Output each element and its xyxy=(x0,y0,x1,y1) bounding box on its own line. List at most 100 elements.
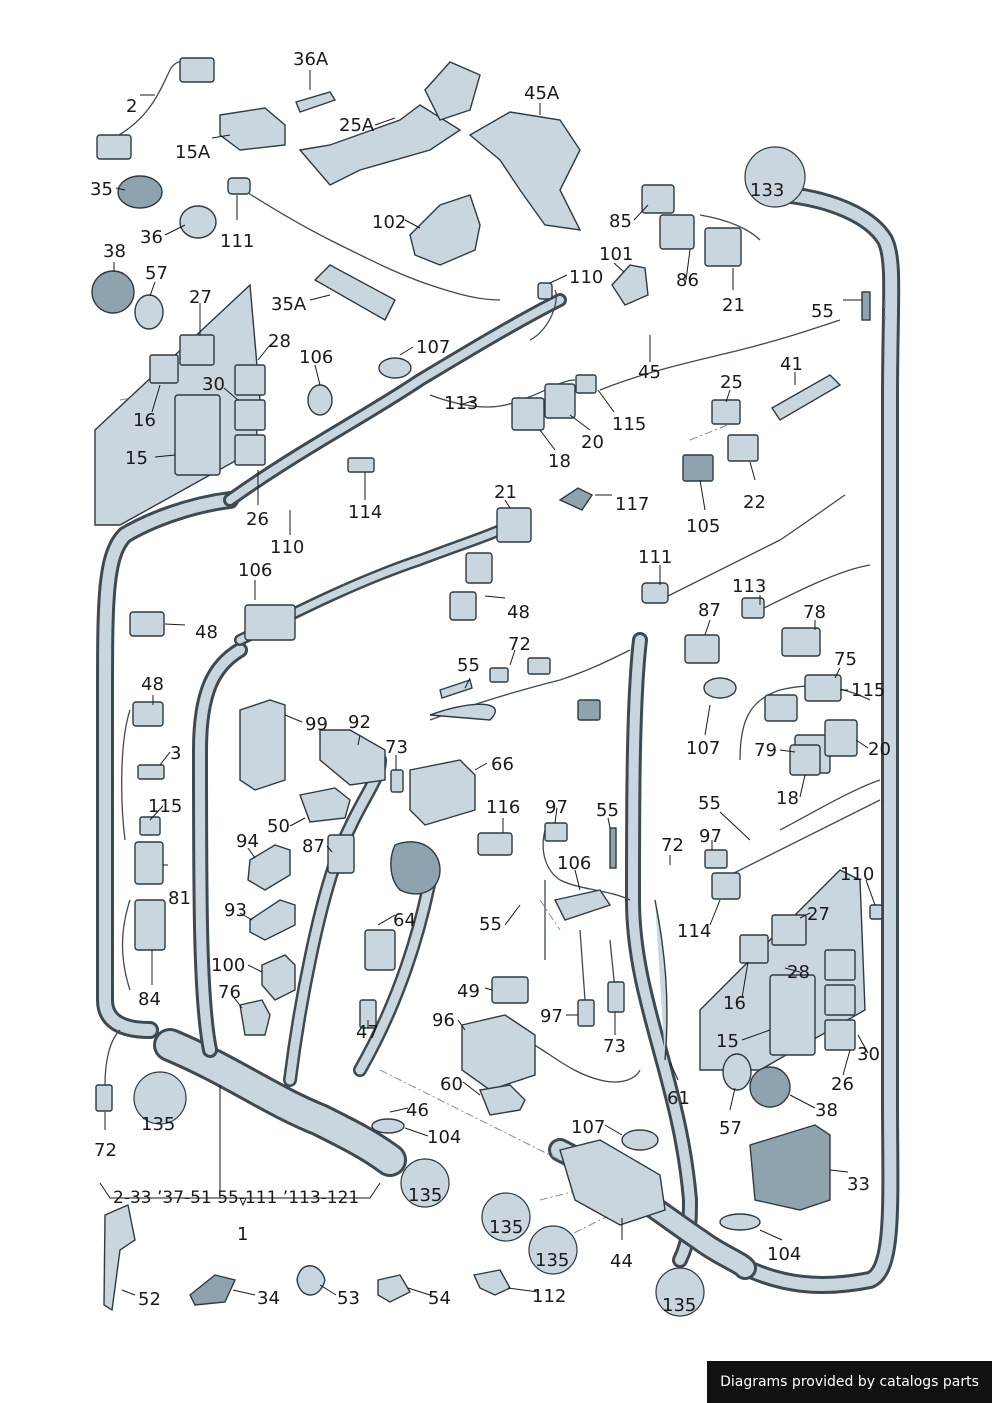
label-79: 79 xyxy=(754,740,777,761)
label-30-right: 30 xyxy=(857,1044,880,1065)
label-21-top: 21 xyxy=(722,295,745,316)
connector-72-top xyxy=(489,667,509,683)
label-76: 76 xyxy=(218,982,241,1003)
relay-16 xyxy=(149,354,179,384)
clamp-107-top xyxy=(378,357,412,379)
connector-49 xyxy=(491,976,529,1004)
connector-94 xyxy=(247,844,291,891)
sleeve-mid xyxy=(429,703,497,721)
relay-27-right xyxy=(771,914,807,946)
label-18-top: 18 xyxy=(548,451,571,472)
label-135-b: 135 xyxy=(408,1185,442,1206)
label-96: 96 xyxy=(432,1010,455,1031)
label-20-right: 20 xyxy=(868,739,891,760)
connector-73-top xyxy=(390,769,404,793)
label-15a: 15A xyxy=(175,142,211,163)
label-107-top: 107 xyxy=(416,337,450,358)
connector-18-right xyxy=(789,744,821,776)
label-106-mid: 106 xyxy=(238,560,272,581)
connector-48-a xyxy=(129,611,165,637)
connector-48-c xyxy=(132,701,164,727)
label-38-bottom: 38 xyxy=(815,1100,838,1121)
label-85: 85 xyxy=(609,211,632,232)
label-1: 1 xyxy=(237,1224,248,1245)
label-30-top: 30 xyxy=(202,374,225,395)
label-50: 50 xyxy=(267,816,290,837)
tube-35a xyxy=(313,264,396,321)
label-36: 36 xyxy=(140,227,163,248)
label-135-d: 135 xyxy=(535,1250,569,1271)
clip-54 xyxy=(377,1274,411,1303)
label-78: 78 xyxy=(803,602,826,623)
sensor-111-mid xyxy=(641,582,669,604)
label-107-bottom: 107 xyxy=(571,1117,605,1138)
grommet-64 xyxy=(390,841,441,895)
ref-circle-135-a xyxy=(133,1071,187,1125)
connector-18 xyxy=(511,397,545,431)
label-48-a: 48 xyxy=(195,622,218,643)
clamp-104-right xyxy=(719,1213,761,1231)
relay-22 xyxy=(727,434,759,462)
label-41: 41 xyxy=(780,354,803,375)
label-84: 84 xyxy=(138,989,161,1010)
sleeve-41 xyxy=(771,374,842,421)
connector-84 xyxy=(134,899,166,951)
label-72-bottom: 72 xyxy=(94,1140,117,1161)
label-55-right: 55 xyxy=(698,793,721,814)
label-25a: 25A xyxy=(339,115,375,136)
label-57-bottom: 57 xyxy=(719,1118,742,1139)
connector-21-mid xyxy=(496,507,532,543)
label-100: 100 xyxy=(211,955,245,976)
clip-34 xyxy=(189,1274,236,1306)
connector-115-left xyxy=(139,816,161,836)
connector-97-right xyxy=(704,849,728,869)
connector-76 xyxy=(239,999,271,1036)
relay-30 xyxy=(234,399,266,431)
ref-circle-135-b xyxy=(400,1158,450,1208)
bracket-52 xyxy=(103,1204,136,1312)
connector-87-mid xyxy=(327,834,355,874)
cap-35 xyxy=(117,175,163,209)
label-33: 33 xyxy=(847,1174,870,1195)
connector-3 xyxy=(137,764,165,780)
label-35a: 35A xyxy=(271,294,307,315)
label-73-bottom: 73 xyxy=(603,1036,626,1057)
label-15-right: 15 xyxy=(716,1031,739,1052)
connector-21-top xyxy=(704,227,742,267)
label-47: 47 xyxy=(356,1022,379,1043)
label-111-top: 111 xyxy=(220,231,254,252)
label-113-mid: 113 xyxy=(732,576,766,597)
label-27-right: 27 xyxy=(807,904,830,925)
label-87-top: 87 xyxy=(698,600,721,621)
relay-26-right xyxy=(824,1019,856,1051)
bracket-105 xyxy=(682,454,714,482)
label-104-right: 104 xyxy=(767,1244,801,1265)
clamp-107-bottom xyxy=(621,1129,659,1151)
ring-57-top xyxy=(134,294,164,330)
callout-labels: 2 36A 25A 45A 15A 35 36 111 102 133 85 1… xyxy=(90,49,891,1316)
sensor-111-top xyxy=(227,177,251,195)
relay-28 xyxy=(234,364,266,396)
grommet-38-bottom xyxy=(749,1066,791,1108)
connector-96 xyxy=(461,1014,536,1091)
label-55-vertical: 55 xyxy=(596,800,619,821)
label-116: 116 xyxy=(486,797,520,818)
label-111-mid: 111 xyxy=(638,547,672,568)
relay-27 xyxy=(179,334,215,366)
label-36a: 36A xyxy=(293,49,329,70)
label-38-top: 38 xyxy=(103,241,126,262)
label-102: 102 xyxy=(372,212,406,233)
connector-100 xyxy=(261,954,296,1001)
connector-86 xyxy=(659,214,695,250)
grommet-36 xyxy=(179,205,217,239)
sensor-110-right xyxy=(869,904,883,920)
label-86: 86 xyxy=(676,270,699,291)
connector-97-top xyxy=(544,822,568,842)
connector-48-b2 xyxy=(449,591,477,621)
label-81: 81 xyxy=(168,888,191,909)
connector-50 xyxy=(299,787,351,823)
clip-106-top xyxy=(307,384,333,416)
label-106-low: 106 xyxy=(557,853,591,874)
label-2: 2 xyxy=(126,96,137,117)
